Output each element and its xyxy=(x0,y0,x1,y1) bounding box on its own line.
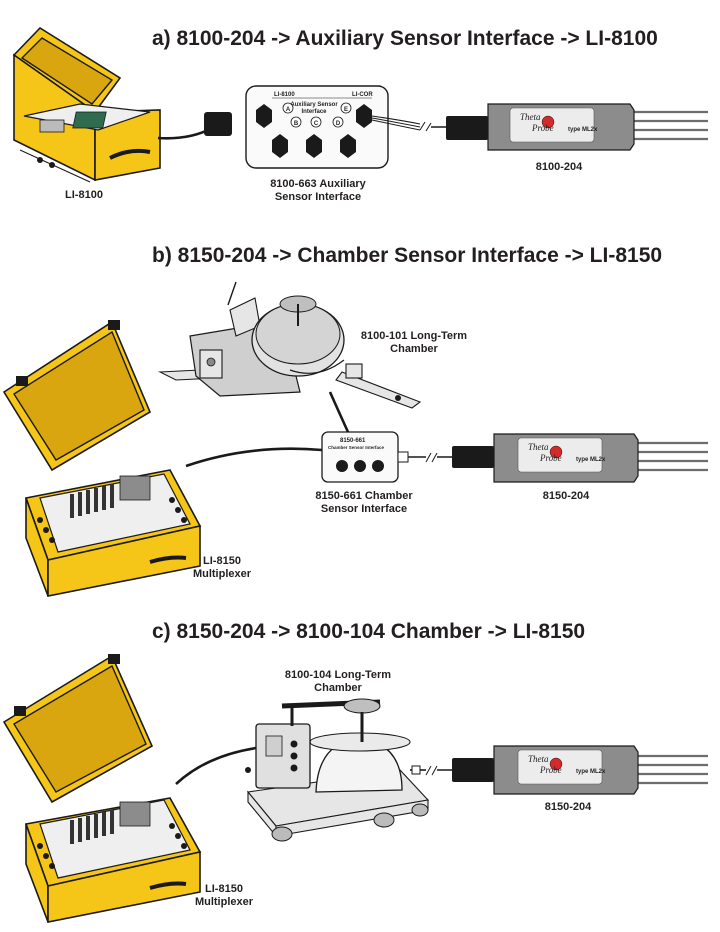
multiplexer-c-label-line1: LI-8150 xyxy=(205,883,243,895)
multiplexer-b-label-line1: LI-8150 xyxy=(203,555,241,567)
cable-c-mux xyxy=(175,746,257,785)
chamber-c-label-line1: 8100-104 Long-Term xyxy=(285,669,391,681)
interface-a-center-line1: Auxiliary Sensor xyxy=(290,102,338,108)
multiplexer-c-label-line2: Multiplexer xyxy=(195,896,254,908)
probe-c-brand-line2: Probe xyxy=(539,765,562,775)
probe-b-type: type ML2x xyxy=(576,457,606,463)
probe-b-brand-line1: Theta xyxy=(528,442,549,452)
probe-b-brand-line2: Probe xyxy=(539,453,562,463)
section-c-title: c) 8150-204 -> 8100-104 Chamber -> LI-81… xyxy=(152,620,585,643)
port-a-label: A xyxy=(286,107,291,113)
chamber-c-label-line2: Chamber xyxy=(314,682,362,694)
port-e-label: E xyxy=(344,107,348,113)
probe-a-type: type ML2x xyxy=(568,127,598,133)
multiplexer-b-label-line2: Multiplexer xyxy=(193,568,252,580)
probe-c-brand-line1: Theta xyxy=(528,754,549,764)
theta-probe-b: Theta Probe type ML2x xyxy=(493,433,708,483)
long-term-chamber-8100-104 xyxy=(245,698,430,842)
theta-probe-a: Theta Probe type ML2x xyxy=(487,103,708,151)
interface-a-label-line1: 8100-663 Auxiliary xyxy=(270,178,366,190)
interface-a-label-line2: Sensor Interface xyxy=(275,191,361,203)
cable-a1 xyxy=(157,126,213,140)
li-8150-multiplexer-c xyxy=(2,654,202,923)
section-a: a) 8100-204 -> Auxiliary Sensor Interfac… xyxy=(12,26,708,203)
section-b-title: b) 8150-204 -> Chamber Sensor Interface … xyxy=(152,244,662,267)
interface-b-sub-text: Chamber Sensor Interface xyxy=(328,445,385,450)
probe-c-label: 8150-204 xyxy=(545,801,592,813)
interface-a-top-text: LI-8100 xyxy=(274,92,295,98)
long-term-chamber-8100-101 xyxy=(157,281,422,409)
li-8150-multiplexer-b xyxy=(2,320,202,597)
section-a-title: a) 8100-204 -> Auxiliary Sensor Interfac… xyxy=(152,27,658,50)
theta-probe-c: Theta Probe type ML2x xyxy=(493,745,708,795)
cable-b-mux xyxy=(185,447,323,468)
probe-a-label: 8100-204 xyxy=(536,161,583,173)
port-b-label: B xyxy=(294,121,299,127)
chamber-sensor-interface: 8150-661 Chamber Sensor Interface xyxy=(321,431,409,483)
auxiliary-sensor-interface: LI-8100 LI-COR Auxiliary Sensor Interfac… xyxy=(245,85,389,169)
probe-b-label: 8150-204 xyxy=(543,490,590,502)
interface-b-top-text: 8150-661 xyxy=(340,438,366,444)
li-8100-case xyxy=(12,26,161,183)
chamber-b-label-line2: Chamber xyxy=(390,343,438,355)
interface-a-center-line2: Interface xyxy=(301,109,327,115)
interface-a-corner-text: LI-COR xyxy=(352,92,373,98)
interface-b-label-line1: 8150-661 Chamber xyxy=(315,490,413,502)
interface-b-label-line2: Sensor Interface xyxy=(321,503,407,515)
section-b: b) 8150-204 -> Chamber Sensor Interface … xyxy=(2,244,708,597)
chamber-b-label-line1: 8100-101 Long-Term xyxy=(361,330,467,342)
port-d-label: D xyxy=(336,121,341,127)
probe-a-brand-line1: Theta xyxy=(520,112,541,122)
cable-b-chamber xyxy=(328,391,350,433)
probe-c-type: type ML2x xyxy=(576,769,606,775)
probe-a-brand-line2: Probe xyxy=(531,123,554,133)
li-8100-label: LI-8100 xyxy=(65,189,103,201)
section-c: c) 8150-204 -> 8100-104 Chamber -> LI-81… xyxy=(2,620,708,923)
port-c-label: C xyxy=(314,121,319,127)
connector-a1 xyxy=(204,112,232,136)
